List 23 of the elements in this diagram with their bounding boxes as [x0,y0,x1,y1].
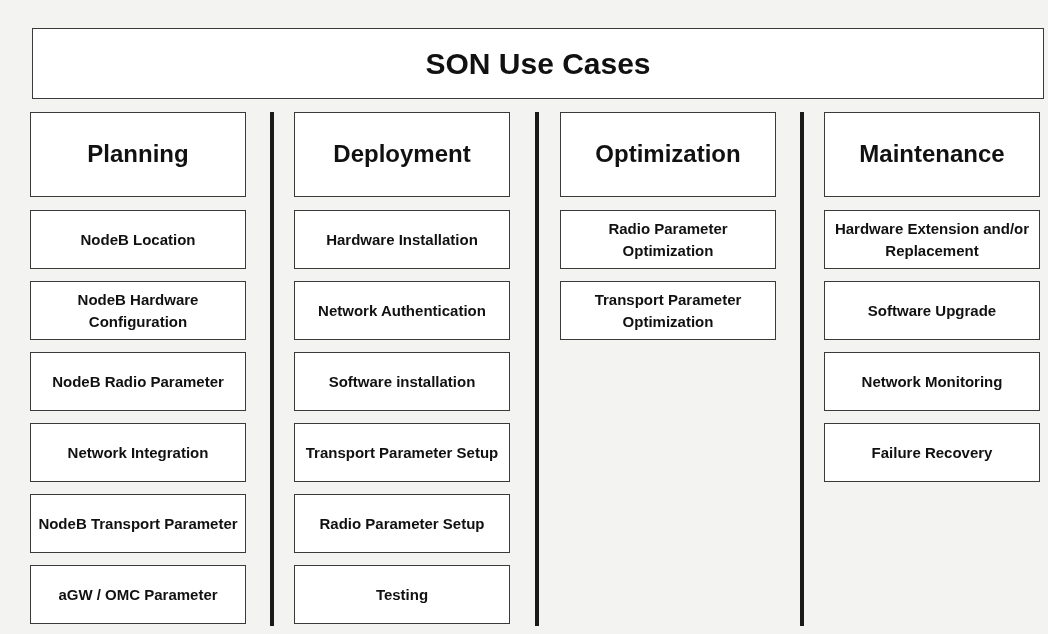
title-box: SON Use Cases [32,28,1044,99]
use-case-box: Failure Recovery [824,423,1040,482]
use-case-box: Transport Parameter Optimization [560,281,776,340]
use-case-box: Testing [294,565,510,624]
category-header: Planning [30,112,246,197]
category-header: Deployment [294,112,510,197]
use-case-box: Radio Parameter Setup [294,494,510,553]
use-case-box: NodeB Radio Parameter [30,352,246,411]
use-case-box: NodeB Location [30,210,246,269]
use-case-box: Hardware Extension and/or Replacement [824,210,1040,269]
use-case-box: Software installation [294,352,510,411]
use-case-box: NodeB Hardware Configuration [30,281,246,340]
use-case-box: Hardware Installation [294,210,510,269]
use-case-box: Network Monitoring [824,352,1040,411]
use-case-box: Radio Parameter Optimization [560,210,776,269]
use-case-box: Software Upgrade [824,281,1040,340]
use-case-box: NodeB Transport Parameter [30,494,246,553]
use-case-box: aGW / OMC Parameter [30,565,246,624]
use-case-box: Network Authentication [294,281,510,340]
category-header: Optimization [560,112,776,197]
use-case-box: Network Integration [30,423,246,482]
use-case-box: Transport Parameter Setup [294,423,510,482]
category-header: Maintenance [824,112,1040,197]
